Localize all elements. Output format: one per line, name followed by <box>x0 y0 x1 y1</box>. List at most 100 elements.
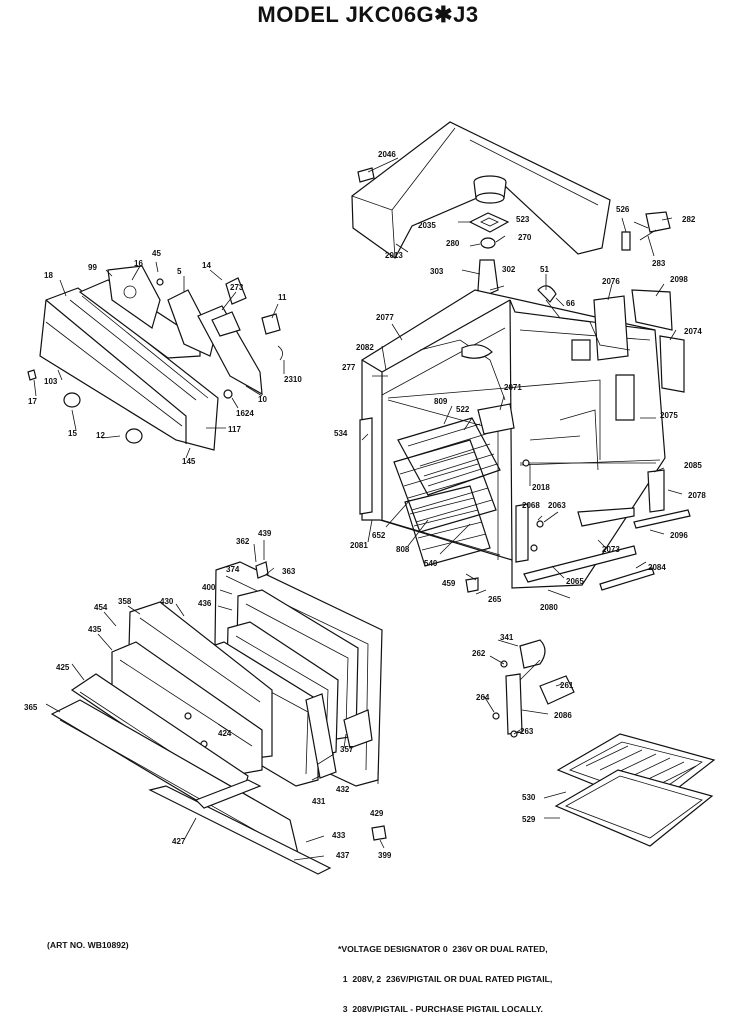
part-label-2085: 2085 <box>684 461 702 470</box>
art-number: (ART NO. WB10892) <box>47 940 129 950</box>
part-label-5: 5 <box>177 267 182 276</box>
part-label-534: 534 <box>334 429 348 438</box>
part-label-432: 432 <box>336 785 350 794</box>
part-label-117: 117 <box>228 425 241 434</box>
part-label-459: 459 <box>442 579 456 588</box>
part-label-431: 431 <box>312 797 326 806</box>
part-label-522: 522 <box>456 405 470 414</box>
part-label-14: 14 <box>202 261 211 270</box>
part-label-282: 282 <box>682 215 696 224</box>
footnote-line-2: 1 208V, 2 236V/PIGTAIL OR DUAL RATED PIG… <box>338 974 553 984</box>
part-label-433: 433 <box>332 831 346 840</box>
part-label-436: 436 <box>198 599 212 608</box>
part-label-2081: 2081 <box>350 541 368 550</box>
part-label-2098: 2098 <box>670 275 688 284</box>
part-label-2096: 2096 <box>670 531 688 540</box>
part-label-15: 15 <box>68 429 77 438</box>
footnote-line-1: *VOLTAGE DESIGNATOR 0 236V OR DUAL RATED… <box>338 944 548 954</box>
oven-door-assembly <box>50 561 387 875</box>
part-label-454: 454 <box>94 603 108 612</box>
part-label-280: 280 <box>446 239 460 248</box>
part-label-2076: 2076 <box>602 277 620 286</box>
part-label-425: 425 <box>56 663 70 672</box>
part-label-2084: 2084 <box>648 563 666 572</box>
part-label-526: 526 <box>616 205 630 214</box>
part-label-439: 439 <box>258 529 272 538</box>
oven-racks <box>393 417 501 567</box>
part-label-45: 45 <box>152 249 161 258</box>
part-label-529: 529 <box>522 815 536 824</box>
part-label-808: 808 <box>396 545 410 554</box>
part-label-540: 540 <box>424 559 438 568</box>
part-label-103: 103 <box>44 377 58 386</box>
part-label-2075: 2075 <box>660 411 678 420</box>
part-label-273: 273 <box>230 283 244 292</box>
footnote-line-3: 3 208V/PIGTAIL - PURCHASE PIGTAIL LOCALL… <box>338 1004 543 1014</box>
part-label-10: 10 <box>258 395 267 404</box>
part-label-429: 429 <box>370 809 384 818</box>
part-label-809: 809 <box>434 397 448 406</box>
part-label-283: 283 <box>652 259 666 268</box>
part-label-357: 357 <box>340 745 354 754</box>
parts-diagram: MODEL JKC06G✱J3 <box>24 2 716 1014</box>
part-label-523: 523 <box>516 215 530 224</box>
part-label-2074: 2074 <box>684 327 702 336</box>
part-label-18: 18 <box>44 271 53 280</box>
part-label-99: 99 <box>88 263 97 272</box>
part-label-2071: 2071 <box>504 383 522 392</box>
part-labels: 2046 2013 2035 523 280 270 303 302 51 66 526 282 283… <box>24 150 706 860</box>
part-label-11: 11 <box>278 293 287 302</box>
part-label-435: 435 <box>88 625 102 634</box>
part-label-51: 51 <box>540 265 549 274</box>
part-label-2073: 2073 <box>602 545 620 554</box>
control-panel-backguard <box>27 265 283 451</box>
part-label-303: 303 <box>430 267 444 276</box>
part-label-2077: 2077 <box>376 313 394 322</box>
part-label-2080: 2080 <box>540 603 558 612</box>
part-label-2086: 2086 <box>554 711 572 720</box>
broiler-pan <box>554 733 716 847</box>
door-hinge-parts <box>492 639 575 738</box>
part-label-374: 374 <box>226 565 240 574</box>
exploded-view-drawing: 2046 2013 2035 523 280 270 303 302 51 66 526 282 283… <box>24 121 716 875</box>
part-label-437: 437 <box>336 851 350 860</box>
part-label-362: 362 <box>236 537 250 546</box>
part-label-2065: 2065 <box>566 577 584 586</box>
part-label-358: 358 <box>118 597 132 606</box>
part-label-430: 430 <box>160 597 174 606</box>
part-label-145: 145 <box>182 457 196 466</box>
part-label-530: 530 <box>522 793 536 802</box>
model-title: MODEL JKC06G✱J3 <box>257 2 479 27</box>
part-label-12: 12 <box>96 431 105 440</box>
part-label-2063: 2063 <box>548 501 566 510</box>
voltage-footnote: *VOLTAGE DESIGNATOR 0 236V OR DUAL RATED… <box>338 924 728 1034</box>
part-label-263: 263 <box>520 727 534 736</box>
part-label-2068: 2068 <box>522 501 540 510</box>
part-label-399: 399 <box>378 851 392 860</box>
part-label-424: 424 <box>218 729 232 738</box>
part-label-2082: 2082 <box>356 343 374 352</box>
part-label-2046: 2046 <box>378 150 396 159</box>
part-label-265: 265 <box>488 595 502 604</box>
part-label-17: 17 <box>28 397 37 406</box>
part-label-363: 363 <box>282 567 296 576</box>
part-label-400: 400 <box>202 583 216 592</box>
part-label-2013: 2013 <box>385 251 403 260</box>
part-label-427: 427 <box>172 837 186 846</box>
side-panels-and-rails <box>359 417 691 593</box>
part-label-2078: 2078 <box>688 491 706 500</box>
part-label-262: 262 <box>472 649 486 658</box>
part-label-2035: 2035 <box>418 221 436 230</box>
part-label-341: 341 <box>500 633 514 642</box>
part-label-2310: 2310 <box>284 375 302 384</box>
part-label-66: 66 <box>566 299 575 308</box>
part-label-270: 270 <box>518 233 532 242</box>
part-label-652: 652 <box>372 531 386 540</box>
part-label-1624: 1624 <box>236 409 254 418</box>
part-label-16: 16 <box>134 259 143 268</box>
part-label-302: 302 <box>502 265 516 274</box>
part-label-277: 277 <box>342 363 356 372</box>
leader-lines <box>33 157 683 861</box>
part-label-261: 261 <box>560 681 574 690</box>
part-label-365: 365 <box>24 703 38 712</box>
